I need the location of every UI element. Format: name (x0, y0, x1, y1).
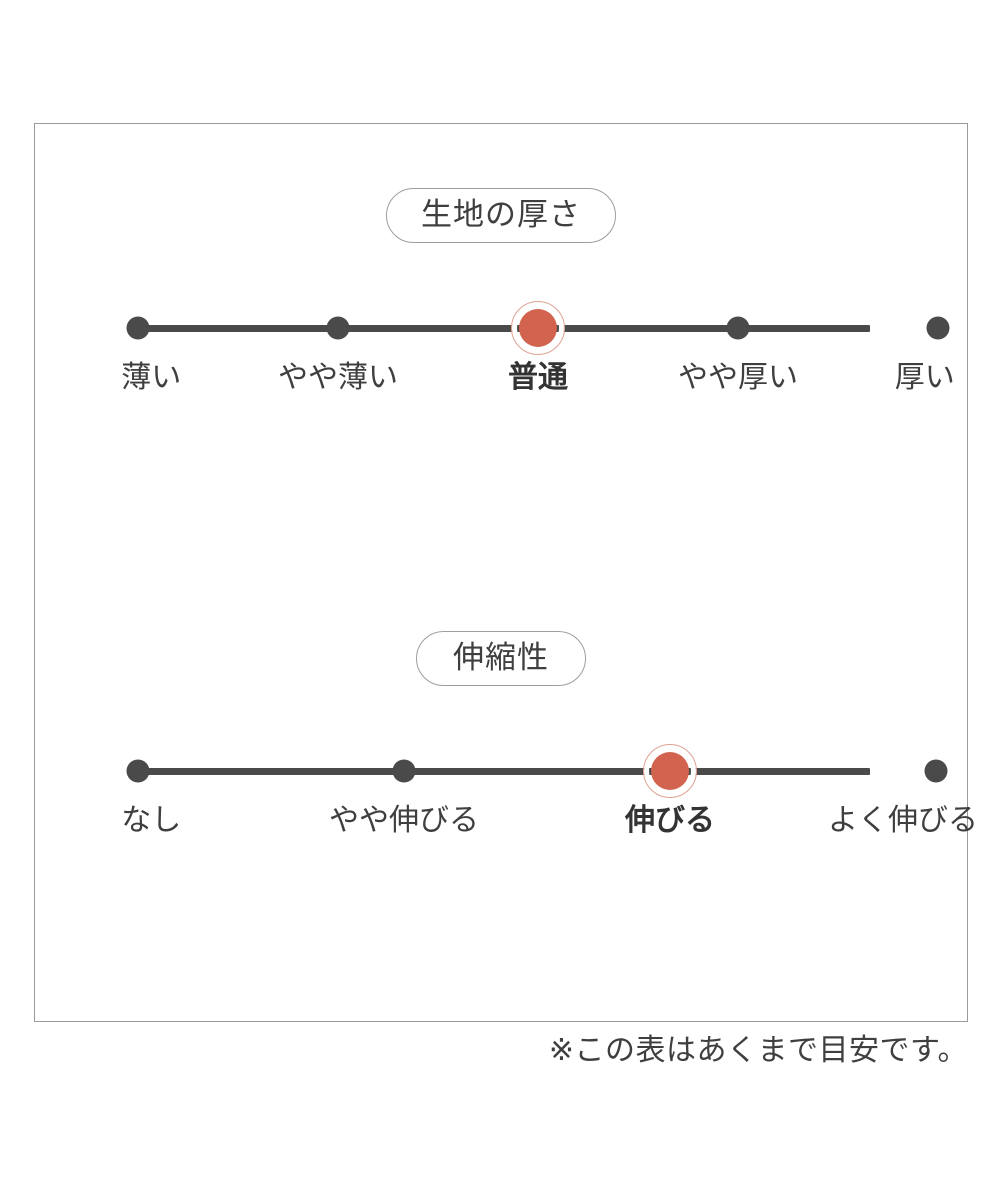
scale-track (138, 325, 870, 332)
section-title-pill-fabric-thickness: 生地の厚さ (386, 188, 616, 243)
scale-track (138, 768, 870, 775)
scale-dot (392, 759, 416, 783)
scale-dot (326, 316, 350, 340)
fabric-spec-panel: 生地の厚さ 薄い やや薄い 普通 やや厚い (34, 123, 978, 1022)
scale-point-label: よく伸びる (828, 803, 978, 838)
selected-ring-icon (643, 744, 697, 798)
scale-dot-selected (519, 309, 557, 347)
section-title-row: 伸縮性 (35, 631, 967, 686)
scale-fabric-thickness: 薄い やや薄い 普通 やや厚い 厚い (35, 301, 967, 441)
scale-point-label: 厚い (894, 360, 955, 395)
scale-point-label: 伸びる (625, 803, 715, 838)
footnote-disclaimer: ※この表はあくまで目安です。 (548, 1033, 968, 1068)
scale-point-label: なし (121, 803, 182, 838)
scale-dot (726, 316, 750, 340)
scale-point-label: 普通 (508, 360, 568, 395)
scale-point-label: やや薄い (278, 360, 398, 395)
scale-dot (926, 316, 950, 340)
scale-point-label: やや伸びる (329, 803, 479, 838)
scale-dot (924, 759, 948, 783)
scale-point-label: やや厚い (678, 360, 798, 395)
scale-stretchiness: なし やや伸びる 伸びる よく伸びる (35, 744, 978, 884)
selected-ring-icon (511, 301, 565, 355)
scale-dot (126, 759, 150, 783)
scale-point-label: 薄い (121, 360, 182, 395)
scale-dot-selected (651, 752, 689, 790)
section-title-row: 生地の厚さ (35, 188, 967, 243)
scale-dot (126, 316, 150, 340)
section-stretchiness: 伸縮性 なし やや伸びる 伸びる よく伸びる (35, 631, 978, 884)
section-title-pill-stretchiness: 伸縮性 (416, 631, 586, 686)
section-fabric-thickness: 生地の厚さ 薄い やや薄い 普通 やや厚い (35, 188, 967, 441)
